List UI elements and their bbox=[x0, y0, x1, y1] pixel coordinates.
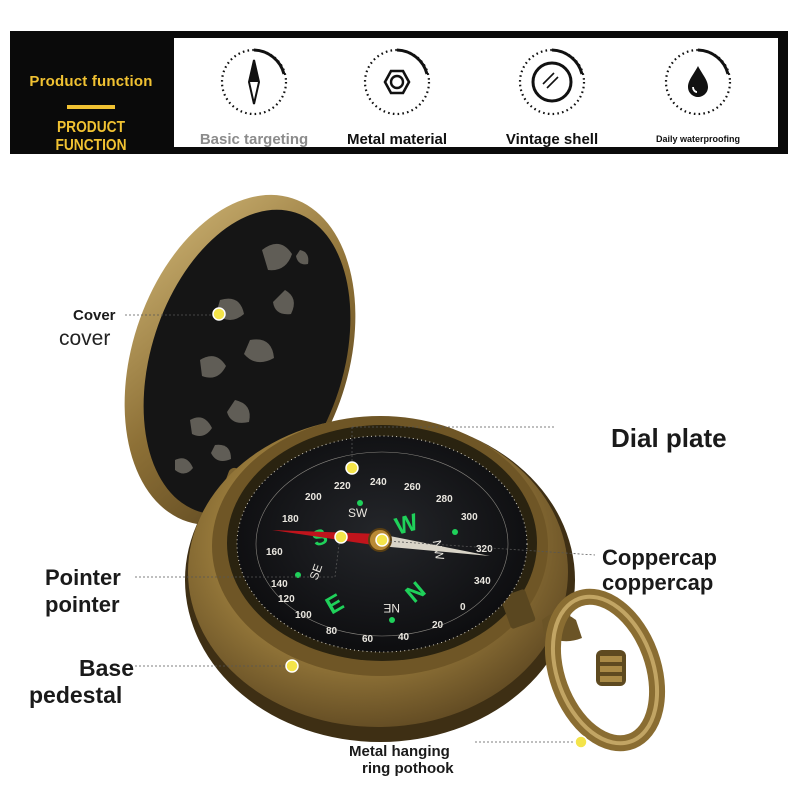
feature-label: Basic targeting bbox=[199, 131, 309, 148]
degree-label: 220 bbox=[334, 481, 351, 492]
degree-label: 140 bbox=[271, 579, 288, 590]
banner-title-block: Product function PRODUCT FUNCTION bbox=[10, 31, 172, 154]
feature-label: Vintage shell bbox=[505, 131, 599, 148]
callout-coppercap: Coppercap bbox=[602, 545, 717, 570]
degree-label: 100 bbox=[295, 610, 312, 621]
compass-needle-icon bbox=[220, 48, 288, 116]
feature-basic-targeting: Basic targeting bbox=[179, 38, 329, 151]
callout-base-secondary: pedestal bbox=[29, 682, 123, 708]
marker-coppercap bbox=[375, 533, 389, 547]
feature-vintage-shell: Vintage shell bbox=[477, 38, 627, 151]
degree-label: 340 bbox=[474, 576, 491, 587]
marker-hanging-ring bbox=[574, 735, 588, 749]
callout-base: Base bbox=[79, 655, 134, 681]
callout-hanging-ring: Metal hanging bbox=[349, 743, 450, 760]
degree-label: 180 bbox=[282, 514, 299, 525]
feature-label: Metal material bbox=[346, 131, 448, 148]
hanging-ring bbox=[542, 588, 666, 752]
degree-label: 260 bbox=[404, 482, 421, 493]
compass-product-photo: 140 160 180 200 220 240 260 280 300 320 … bbox=[124, 194, 666, 752]
marker-base bbox=[285, 659, 299, 673]
callout-dial-plate: Dial plate bbox=[611, 423, 727, 453]
degree-label: 80 bbox=[326, 626, 338, 637]
degree-label: 280 bbox=[436, 494, 453, 505]
degree-label: 300 bbox=[461, 512, 478, 523]
product-function-banner: Product function PRODUCT FUNCTION Basic … bbox=[10, 31, 788, 154]
callout-cover: Cover bbox=[73, 307, 116, 324]
degree-label: 200 bbox=[305, 492, 322, 503]
degree-scale: 140 160 180 200 220 240 260 280 300 320 … bbox=[266, 477, 493, 645]
feature-panel: Basic targeting Metal material Vintage s… bbox=[172, 36, 780, 149]
callout-pointer-secondary: pointer bbox=[45, 592, 120, 617]
feature-metal-material: Metal material bbox=[322, 38, 472, 151]
degree-label: 120 bbox=[278, 594, 295, 605]
hex-nut-icon bbox=[363, 48, 431, 116]
degree-label: 0 bbox=[460, 602, 466, 613]
marker-pointer bbox=[334, 530, 348, 544]
luminous-dots bbox=[295, 500, 458, 623]
intercardinal-ne: NE bbox=[383, 601, 400, 615]
callout-pointer: Pointer bbox=[45, 565, 121, 590]
leader-lines bbox=[125, 314, 596, 743]
feature-label: Daily waterproofing bbox=[655, 134, 740, 144]
intercardinal-sw: SW bbox=[348, 506, 368, 520]
callout-cover-secondary: cover bbox=[59, 327, 111, 350]
glass-lens-icon bbox=[518, 48, 586, 116]
degree-label: 160 bbox=[266, 547, 283, 558]
latch bbox=[500, 589, 536, 629]
callout-hanging-ring-secondary: ring pothook bbox=[362, 760, 454, 777]
marker-dial bbox=[345, 461, 359, 475]
marker-cover bbox=[212, 307, 226, 321]
degree-label: 40 bbox=[398, 632, 410, 643]
banner-divider bbox=[67, 105, 115, 109]
water-drop-icon bbox=[664, 48, 732, 116]
banner-subtitle: PRODUCT FUNCTION bbox=[55, 119, 127, 154]
feature-daily-waterproofing: Daily waterproofing bbox=[623, 38, 773, 151]
callout-markers bbox=[212, 307, 588, 749]
callout-coppercap-secondary: coppercap bbox=[602, 570, 714, 595]
degree-label: 240 bbox=[370, 477, 387, 488]
degree-label: 20 bbox=[432, 620, 444, 631]
degree-label: 320 bbox=[476, 544, 493, 555]
degree-label: 60 bbox=[362, 634, 374, 645]
banner-title: Product function bbox=[29, 73, 153, 90]
